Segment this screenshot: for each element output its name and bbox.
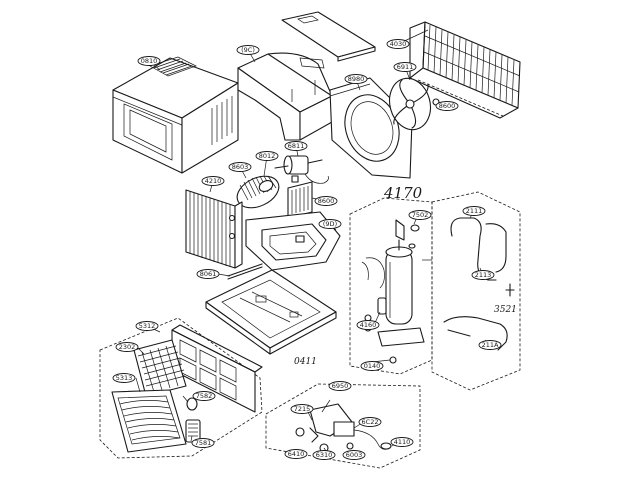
- callout-blower: 8012: [255, 151, 279, 161]
- callout-bracket-text: 8600: [318, 197, 335, 205]
- handwritten-base-label: 0411: [294, 357, 317, 367]
- callout-knob-a: 7582: [192, 391, 216, 401]
- callout-ctrl-f: 6003: [342, 450, 366, 460]
- callout-shroud-text: 8980: [348, 75, 365, 83]
- callout-motor: 6811: [284, 141, 308, 151]
- callout-motor-text: 6811: [288, 142, 305, 150]
- condenser-coil: [409, 21, 521, 119]
- callout-comp-cap: 4160: [356, 320, 380, 330]
- blower-wheel: [236, 175, 280, 209]
- callout-clip: 8603: [228, 162, 252, 172]
- callout-pipe-a: 2111: [462, 206, 486, 216]
- callout-fan-text: 6911: [397, 63, 414, 71]
- callout-rod-text: 8061: [200, 270, 217, 278]
- callout-coil-top: 4030: [386, 39, 410, 49]
- callout-pipe-a-text: 2111: [466, 207, 483, 215]
- callout-evaporator: 4210: [201, 176, 225, 186]
- callout-evaporator-text: 4210: [205, 177, 222, 185]
- callout-knob-b-text: 7581: [195, 439, 212, 447]
- callout-fan: 6911: [393, 62, 417, 72]
- rod-part: [227, 263, 263, 280]
- callout-clip-text: 8603: [232, 163, 249, 171]
- callout-case-text: 0810: [141, 57, 158, 65]
- condenser-fan: [388, 77, 440, 131]
- callout-case: 0810: [137, 56, 161, 66]
- callout-comp-cap-text: 4160: [360, 321, 377, 329]
- callout-coil-top-text: 4030: [390, 40, 407, 48]
- callout-comp-base: 0140: [360, 361, 384, 371]
- callout-blower-text: 8012: [259, 152, 276, 160]
- callout-ctrl-b-text: 6C22: [362, 418, 379, 426]
- callout-comp-top: 7502: [408, 210, 432, 220]
- callout-ctrl-text: 6950: [332, 382, 349, 390]
- handwritten-main-label: 4170: [383, 184, 423, 202]
- callout-shroud: 8980: [344, 74, 368, 84]
- callout-front-text: 5313: [116, 374, 133, 382]
- callout-knob-b: 7581: [191, 438, 215, 448]
- piping-group: [431, 191, 521, 391]
- callout-base-top-text: (9C): [241, 46, 255, 54]
- callout-base-top: (9C): [236, 45, 260, 55]
- top-cover-plate: [281, 11, 376, 62]
- handwritten-side-label: 3521: [494, 305, 517, 315]
- evaporator-coil: [185, 189, 243, 269]
- callout-fan-nut: 8600: [435, 101, 459, 111]
- callout-pipe-c-text: 211A: [482, 341, 499, 349]
- callout-ctrl-d: 6410: [284, 449, 308, 459]
- base-pan-partition: [237, 52, 333, 141]
- callout-filter: 2302: [115, 342, 139, 352]
- callout-fan-nut-text: 8600: [439, 102, 456, 110]
- callout-ctrl: 6950: [328, 381, 352, 391]
- callout-grille: 5312: [135, 321, 159, 331]
- callout-ctrl-a: 7215: [290, 404, 314, 414]
- callout-ctrl-e-text: 6310: [316, 451, 333, 459]
- motor-bracket: [287, 175, 313, 219]
- callout-pipe-b-text: 2113: [475, 271, 492, 279]
- callout-ctrl-b: 6C22: [358, 417, 382, 427]
- callout-pipe-b: 2113: [471, 270, 495, 280]
- callout-pipe-c: 211A: [478, 340, 502, 350]
- callout-ctrl-e: 6310: [312, 450, 336, 460]
- cabinet-case: [112, 56, 239, 174]
- callout-ctrl-f-text: 6003: [346, 451, 363, 459]
- front-panel-group: [99, 317, 263, 459]
- callout-duct-text: (9D): [323, 220, 337, 228]
- air-duct: [245, 211, 341, 271]
- callout-front: 5313: [112, 373, 136, 383]
- callout-comp-top-text: 7502: [412, 211, 429, 219]
- callout-grille-text: 5312: [139, 322, 156, 330]
- compressor-group: [349, 197, 433, 375]
- callout-bracket: 8600: [314, 196, 338, 206]
- control-group: [265, 383, 421, 469]
- callout-duct: (9D): [318, 219, 342, 229]
- callout-ctrl-a-text: 7215: [294, 405, 311, 413]
- callout-rod: 8061: [196, 269, 220, 279]
- callout-comp-base-text: 0140: [364, 362, 381, 370]
- callout-ctrl-c-text: 4110: [394, 438, 411, 446]
- callout-knob-a-text: 7582: [196, 392, 213, 400]
- fan-motor: [274, 155, 329, 184]
- callout-ctrl-d-text: 6410: [288, 450, 305, 458]
- base-tray: [205, 269, 337, 355]
- callout-filter-text: 2302: [119, 343, 136, 351]
- callout-ctrl-c: 4110: [390, 437, 414, 447]
